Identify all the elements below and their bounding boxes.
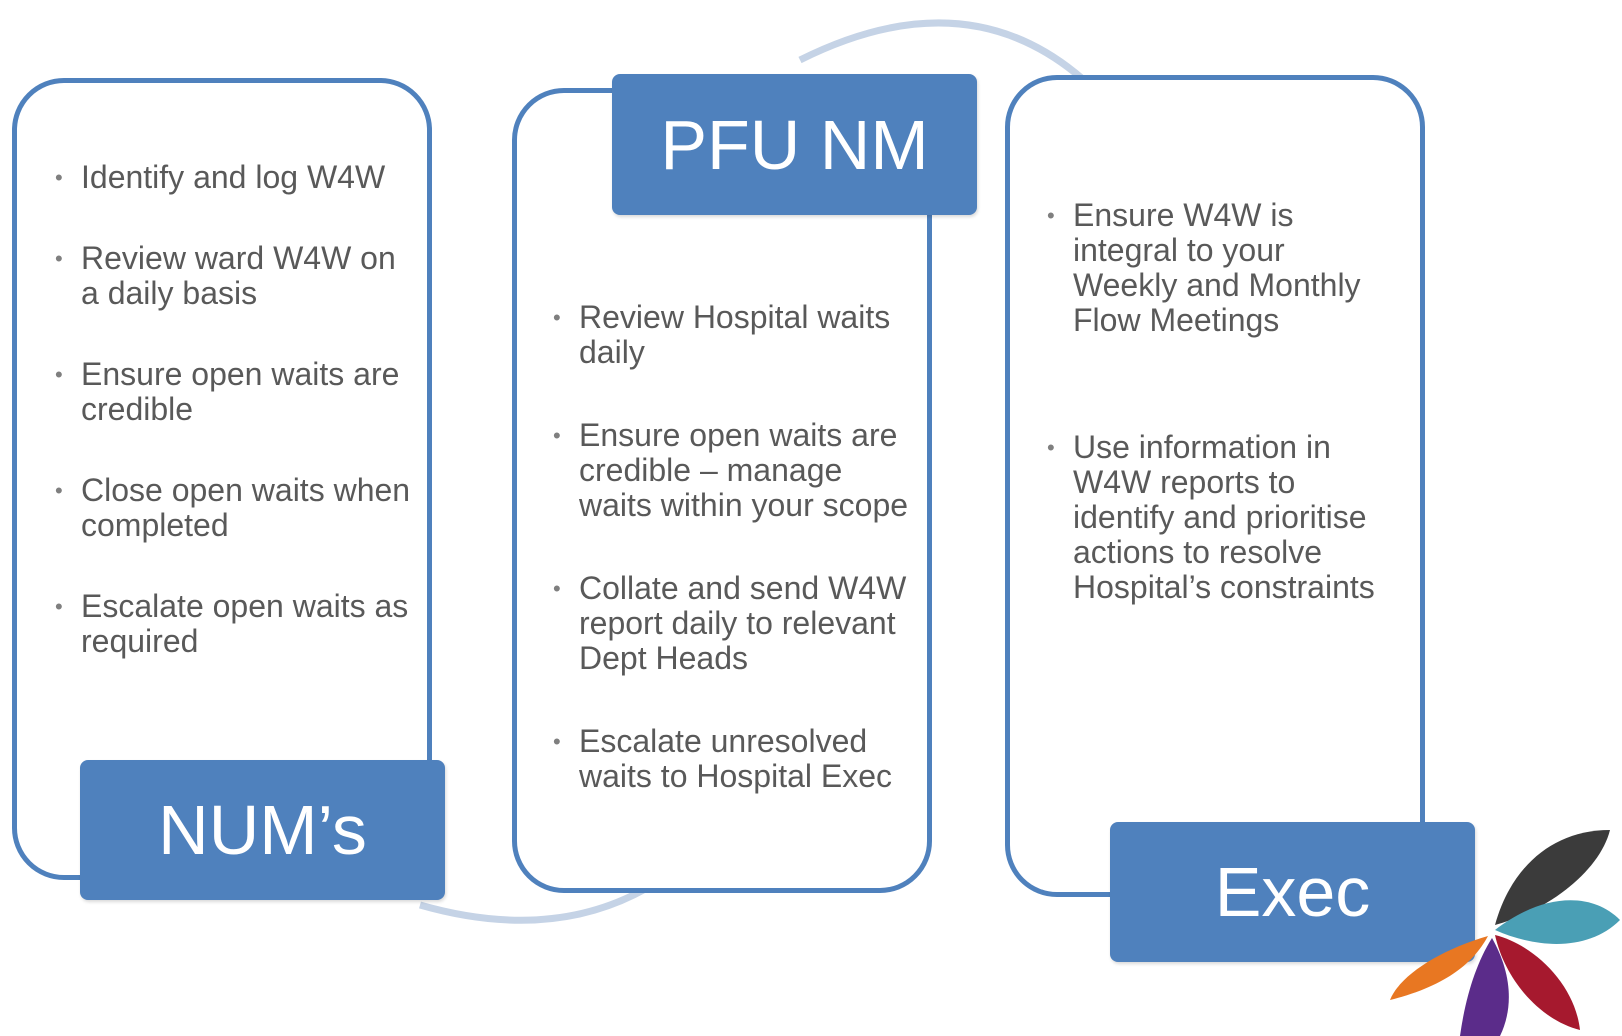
list-item: Collate and send W4W report daily to rel… bbox=[553, 571, 913, 676]
exec-task-list: Ensure W4W is integral to your Weekly an… bbox=[1047, 198, 1397, 605]
list-item: Ensure W4W is integral to your Weekly an… bbox=[1047, 198, 1397, 338]
list-item: Review ward W4W on a daily basis bbox=[55, 241, 415, 311]
num-label: NUM’s bbox=[80, 760, 445, 900]
pfu-nm-label: PFU NM bbox=[612, 74, 977, 215]
list-item: Ensure open waits are credible – manage … bbox=[553, 418, 913, 523]
exec-label: Exec bbox=[1110, 822, 1475, 962]
pfu-nm-task-list: Review Hospital waits daily Ensure open … bbox=[553, 300, 913, 794]
list-item: Escalate unresolved waits to Hospital Ex… bbox=[553, 724, 913, 794]
list-item: Ensure open waits are credible bbox=[55, 357, 415, 427]
petal-logo-icon bbox=[1390, 830, 1620, 1036]
list-item: Identify and log W4W bbox=[55, 160, 415, 196]
num-task-list: Identify and log W4W Review ward W4W on … bbox=[55, 160, 415, 659]
list-item: Close open waits when completed bbox=[55, 473, 415, 543]
list-item: Review Hospital waits daily bbox=[553, 300, 913, 370]
list-item: Use information in W4W reports to identi… bbox=[1047, 430, 1397, 605]
list-item: Escalate open waits as required bbox=[55, 589, 415, 659]
